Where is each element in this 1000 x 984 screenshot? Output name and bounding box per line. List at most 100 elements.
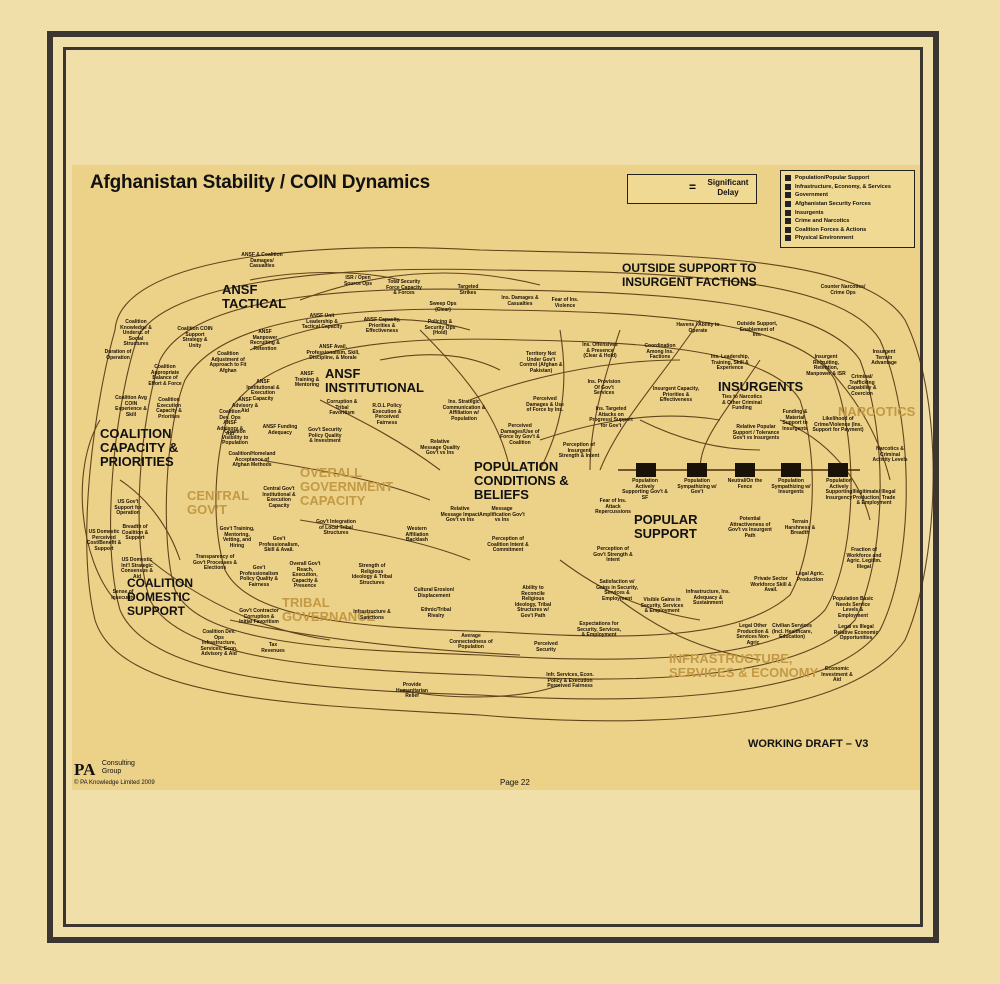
node-label: Counter Narcotics/ Crime Ops [820, 284, 866, 296]
page-outer-border [47, 31, 939, 943]
node-label: Satisfaction w/ Gains in Security, Servi… [596, 579, 638, 602]
node-label: ISR / Open Source Ops [343, 275, 373, 287]
diagram-title: Afghanistan Stability / COIN Dynamics [90, 172, 430, 193]
node-label: Central Gov't Institutional & Execution … [262, 486, 296, 509]
node-label: Transparency of Gov't Processes & Electi… [193, 554, 237, 572]
node-label: Insurgent Terrain Advantage [871, 349, 897, 367]
node-label: Legal Agric. Production [795, 571, 825, 583]
node-label: ANSF & Coalition Damages/ Casualties [241, 252, 283, 270]
node-label: US Domestic Perceived Cost/Benefit & Sup… [86, 529, 122, 552]
node-label: Civilian Services (Incl. Healthcare, Edu… [771, 623, 812, 641]
node-label: Terrain Harshness & Breadth [784, 519, 816, 537]
node-label: Average Connectedness of Population [449, 633, 493, 651]
node-label: Gov't Security Policy Quality & Investme… [308, 427, 342, 445]
legend-square-icon [785, 235, 791, 242]
node-label: Relative Popular Support / Tolerance Gov… [732, 424, 780, 442]
sector-central-govt: CENTRAL GOV'T [187, 488, 249, 517]
node-label: Perception of Insurgent Strength & Inten… [558, 442, 600, 460]
stock-label-neutral: Neutral/On the Fence [727, 478, 763, 490]
node-label: Duration of Operation [104, 349, 132, 361]
legend-square-icon [785, 175, 791, 182]
node-label: Sense of Insecurity [111, 589, 135, 601]
node-label: Strength of Religious Ideology & Tribal … [351, 563, 393, 586]
node-label: Cultural Erosion/ Displacement [413, 587, 455, 599]
node-label: Perceived Damages/Use of Force by Gov't … [500, 423, 540, 446]
sector-narcotics: NARCOTICS [838, 404, 916, 419]
sector-insurgents: INSURGENTS [718, 379, 804, 394]
legend-item: Afghanistan Security Forces [785, 200, 910, 209]
node-label: Relative Message Impact Gov't vs Ins [440, 506, 480, 524]
legend-square-icon [785, 226, 791, 233]
node-label: US Domestic Int'l Strategic Consensus & … [121, 557, 153, 580]
delay-legend-box [627, 174, 757, 204]
node-label: Perceived Security [534, 641, 558, 653]
stock-boxes [636, 463, 848, 477]
node-label: Ins. Damages & Casualties [501, 295, 539, 307]
working-draft-label: WORKING DRAFT – V3 [748, 738, 869, 750]
node-label: Gov't Professionalism, Skill & Avail. [259, 536, 300, 554]
node-label: Insurgent Recruiting, Retention, Manpowe… [806, 354, 846, 377]
node-label: Western Affiliation Backlash [405, 526, 429, 544]
node-label: Gov't Professionalism Policy Quality & F… [239, 565, 279, 588]
node-label: Total Security Force Capacity & Forces [386, 279, 422, 297]
node-label: ANSF Avail. Professionalism, Skill, Disc… [306, 344, 360, 362]
node-label: ANSF Capacity, Priorities & Effectivenes… [363, 317, 401, 335]
node-label: Ins. Offensives & Presence (Clear & Hold… [582, 342, 618, 360]
legend-square-icon [785, 192, 791, 199]
stock-label-sympathizing-gov: Population Sympathizing w/ Gov't [677, 478, 717, 496]
stock-label-active-gov: Population Actively Supporting Gov't & S… [622, 478, 668, 501]
node-label: Targeted Strikes [457, 284, 479, 296]
node-label: ANSF Advisory & Aid [231, 397, 259, 415]
legend-item: Coalition Forces & Actions [785, 226, 910, 235]
node-label: Expectations for Security, Services, & E… [576, 621, 622, 639]
node-label: Tax Revenues [261, 642, 285, 654]
node-label: Overall Gov't Reach, Execution, Capacity… [289, 561, 321, 590]
node-label: Infr. Services, Econ. Policy & Execution… [546, 672, 594, 690]
node-label: Sweep Ops (Clear) [429, 301, 457, 313]
legend-item: Insurgents [785, 208, 910, 217]
sector-coalition-domestic: COALITION DOMESTIC SUPPORT [127, 576, 193, 618]
node-label: Policing & Security Ops (Hold) [424, 319, 456, 337]
node-label: R.O.L Policy Execution & Perceived Fairn… [372, 403, 402, 426]
delay-legend-label: Significant Delay [707, 178, 749, 197]
node-label: Territory Not Under Gov't Control (Afgha… [519, 351, 563, 374]
node-label: Coalition/Homeland Acceptance of Afghan … [228, 451, 276, 469]
node-label: Outside Support, Enablement of Ins. [736, 321, 778, 339]
node-label: Ability to Reconcile Religious Ideology,… [514, 585, 552, 619]
node-label: Legal vs Illegal Relative Economic Oppor… [833, 624, 879, 642]
node-label: Provide Humanitarian Relief [396, 682, 428, 700]
node-label: Economic Investment & Aid [821, 666, 853, 684]
sector-population-conditions: POPULATION CONDITIONS & BELIEFS [474, 459, 569, 502]
legend-item: Crime and Narcotics [785, 217, 910, 226]
node-label: Coalition Visibility to Population [221, 429, 249, 447]
node-label: Ins. Targeted Attacks on Progress/ Suppo… [589, 406, 633, 429]
sector-outside-support: OUTSIDE SUPPORT TO INSURGENT FACTIONS [622, 261, 757, 289]
node-label: Funding & Material Support to Insurgents [782, 409, 808, 432]
node-label: ANSF Institutional & Execution Capacity [246, 379, 280, 402]
legend-item: Infrastructure, Economy, & Services [785, 183, 910, 192]
node-label: Coalition Knowledge & Underst. of Social… [120, 319, 152, 348]
node-label: Breadth of Coalition & Support [121, 524, 149, 542]
node-label: Illegitimate/ Illegal Production, Trade … [852, 489, 896, 507]
sector-tribal-governance: TRIBAL GOVERNANCE [282, 595, 376, 624]
node-label: Havens / Ability to Operate [676, 322, 720, 334]
node-label: Fear of Ins. Violence [551, 297, 579, 309]
node-label: Likelihood of Crime/Violence (Ins. Suppo… [812, 416, 864, 434]
node-label: Gov't Training, Mentoring, Vetting, and … [219, 526, 255, 549]
node-label: Legal Other Production & Services Non-Ag… [736, 623, 770, 646]
node-label: ANSF Funding Adequacy [262, 424, 298, 436]
page-number: Page 22 [500, 778, 530, 787]
node-label: ANSF Manpower Recruiting & Retention [250, 329, 280, 352]
node-label: Criminal/ Trafficking Capability & Coerc… [847, 374, 877, 397]
node-label: Coalition COIN Support Strategy & Unity [177, 326, 213, 349]
sector-popular-support: POPULAR SUPPORT [634, 512, 698, 541]
node-label: Infrastructure & Sanctions [353, 609, 391, 621]
legend-square-icon [785, 201, 791, 208]
node-label: Potential Attractiveness of Gov't vs Ins… [728, 516, 772, 539]
node-label: US Gov't Support for Operation [114, 499, 142, 517]
node-label: Fear of Ins. Attack Repercussions [595, 498, 631, 516]
node-label: Gov't Integration of Local Tribal Struct… [316, 519, 356, 537]
page-inner-border [63, 47, 923, 927]
node-label: Coalition Avg COIN Experience & Skill [115, 395, 147, 418]
